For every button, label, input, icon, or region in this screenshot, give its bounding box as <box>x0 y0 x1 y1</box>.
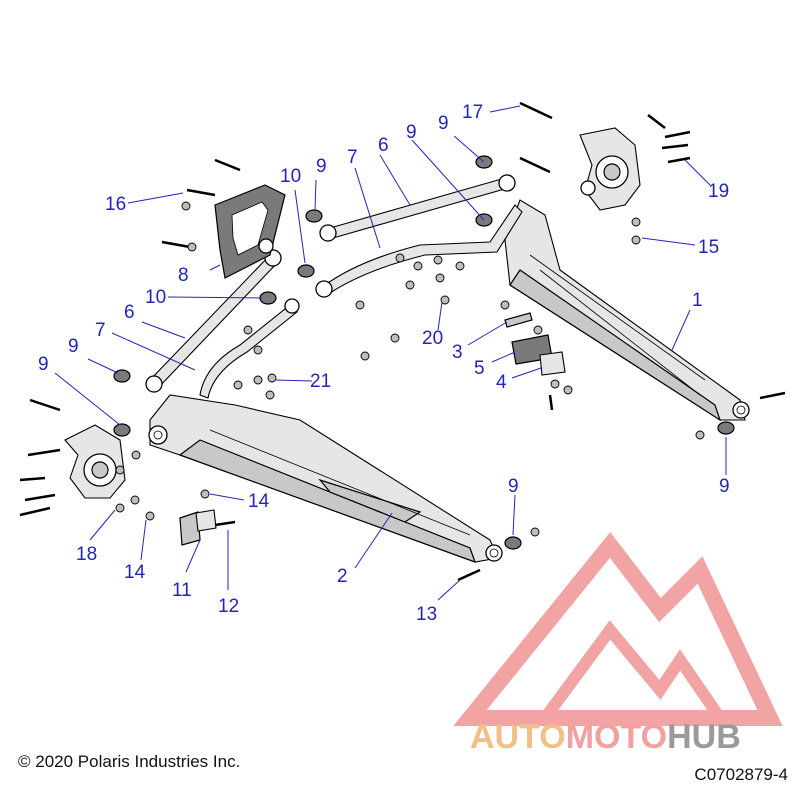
callout-12: 12 <box>218 596 239 617</box>
callout-1: 1 <box>692 290 703 311</box>
callout-10a: 10 <box>280 166 301 187</box>
callout-14b: 14 <box>124 562 146 583</box>
callout-9g: 9 <box>508 476 519 497</box>
callout-7b: 7 <box>95 320 106 341</box>
callout-21: 21 <box>310 371 331 392</box>
callout-3: 3 <box>452 342 463 363</box>
callout-17: 17 <box>462 102 483 123</box>
trailing-arm-right <box>504 199 750 422</box>
knuckle-right <box>579 127 641 211</box>
control-arm-7-right <box>315 204 523 298</box>
callout-labels: 1 2 3 4 5 6 6 7 7 8 9 9 9 9 9 9 9 10 10 … <box>38 102 730 625</box>
watermark-part-hub: HUB <box>667 718 741 756</box>
callout-10b: 10 <box>145 287 166 308</box>
callout-13: 13 <box>416 604 437 625</box>
watermark-logo <box>453 532 783 726</box>
watermark-part-auto: AUTO <box>470 718 566 756</box>
callout-9c: 9 <box>316 156 327 177</box>
callout-6b: 6 <box>124 302 135 323</box>
callout-4: 4 <box>496 372 507 393</box>
leader-lines <box>54 105 727 601</box>
watermark-part-moto: MOTO <box>565 718 668 756</box>
callout-14a: 14 <box>248 491 270 512</box>
plate-3 <box>504 312 533 328</box>
diagram-code: C0702879-4 <box>694 765 788 784</box>
callout-9d: 9 <box>68 336 79 357</box>
nuts <box>115 201 705 537</box>
callout-9f: 9 <box>719 476 730 497</box>
callout-9b: 9 <box>406 122 417 143</box>
callout-16: 16 <box>105 194 126 215</box>
copyright-notice: © 2020 Polaris Industries Inc. <box>18 752 241 771</box>
bracket-8 <box>214 184 286 279</box>
callout-19: 19 <box>708 181 729 202</box>
bracket-4 <box>539 351 566 376</box>
callout-9a: 9 <box>438 113 449 134</box>
callout-15: 15 <box>698 237 719 258</box>
callout-20: 20 <box>422 328 443 349</box>
callout-11: 11 <box>172 580 192 601</box>
callout-9e: 9 <box>38 354 49 375</box>
control-arm-7-left <box>199 298 300 399</box>
control-arm-6-right <box>319 174 516 242</box>
watermark-wordmark: AUTOMOTOHUB <box>470 718 741 757</box>
bolts <box>19 101 786 582</box>
callout-8: 8 <box>178 265 189 286</box>
callout-18: 18 <box>76 544 97 565</box>
callout-5: 5 <box>474 358 485 379</box>
callout-6a: 6 <box>378 135 389 156</box>
callout-7a: 7 <box>347 147 358 168</box>
trailing-arm-left <box>148 394 503 563</box>
bushings <box>113 155 735 550</box>
callout-2: 2 <box>337 566 348 587</box>
knuckle-left <box>64 424 126 499</box>
plate-12 <box>195 509 217 532</box>
